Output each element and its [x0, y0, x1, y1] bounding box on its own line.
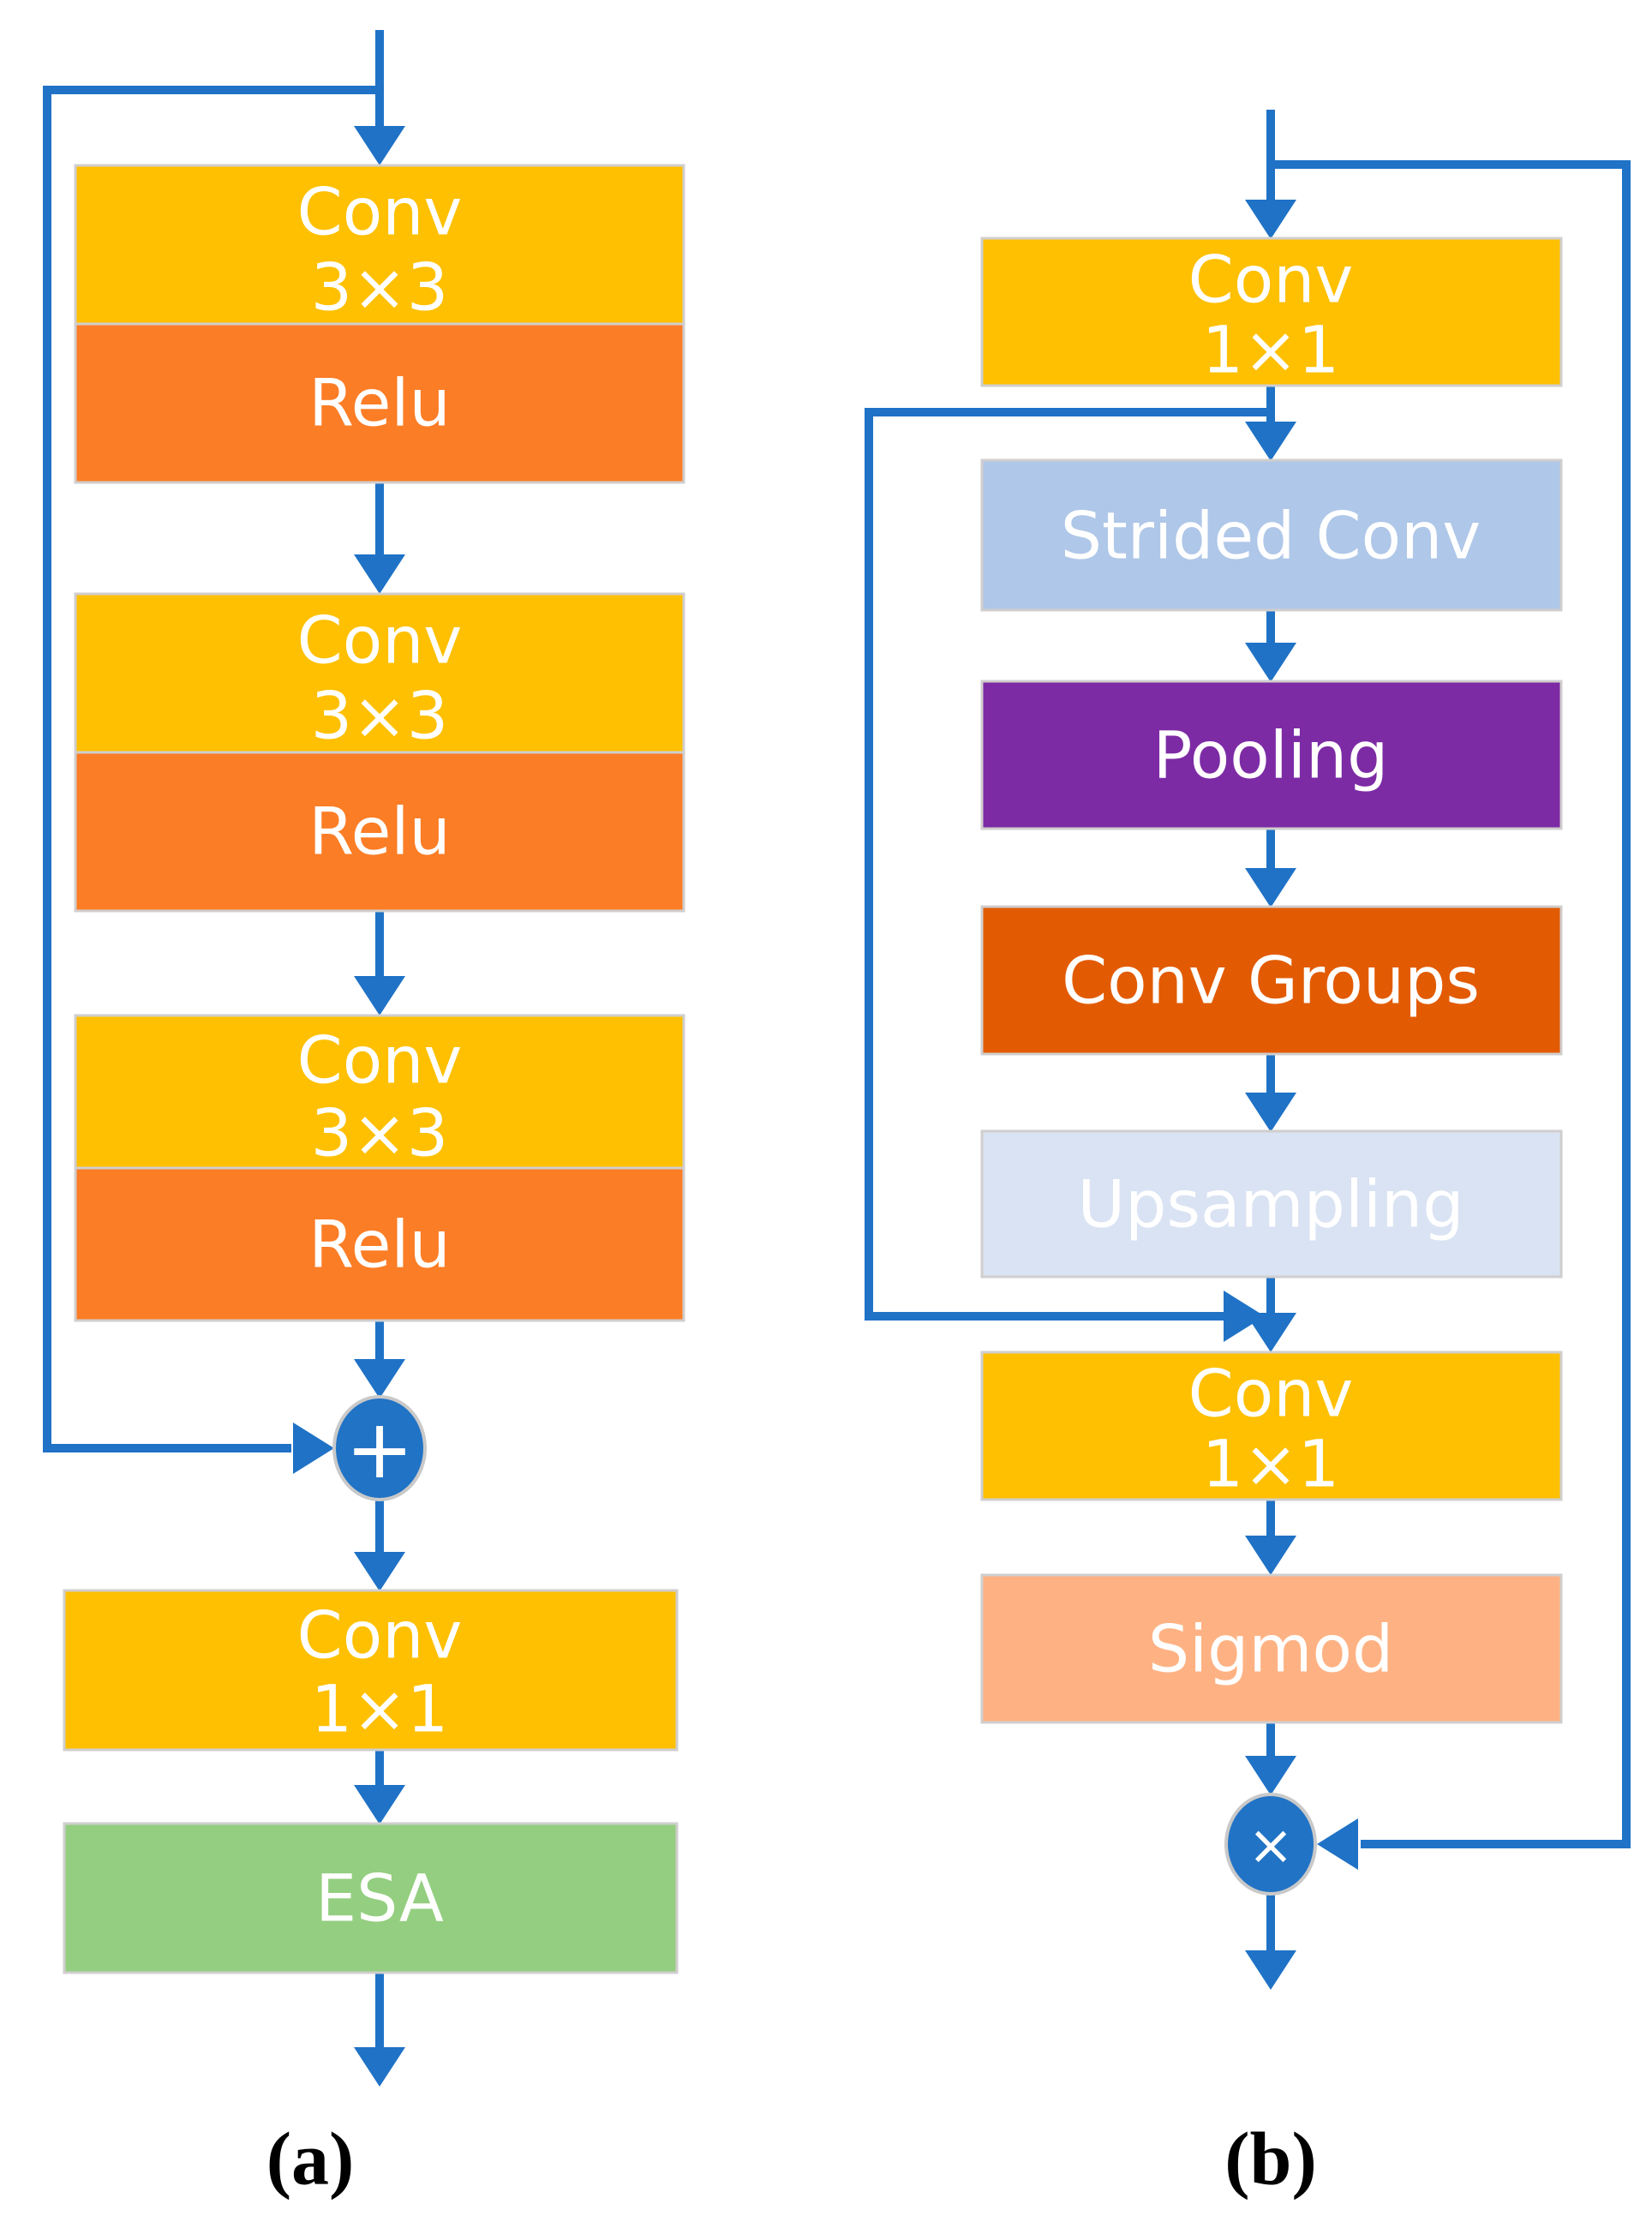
conv-groups-block — [980, 905, 1563, 1056]
conv1x1-b-bottom — [980, 1351, 1563, 1501]
caption-a: (a) — [266, 2118, 355, 2201]
panel-a-arrowheads — [293, 126, 405, 2087]
arrowhead-into-conv1-b — [1245, 200, 1296, 239]
connector-outer-skip-b — [1271, 160, 1631, 1848]
conv1x1-a-kernel-label: 1×1 — [311, 1671, 448, 1747]
arrowhead-outer-skip-into-multiply — [1317, 1818, 1358, 1870]
block3-conv3x3 — [74, 1014, 685, 1170]
sigmod-label: Sigmod — [1148, 1611, 1393, 1687]
block2-conv-label: Conv — [297, 602, 463, 679]
arrowhead-skip-into-add-node — [293, 1422, 334, 1474]
esa-label: ESA — [315, 1860, 444, 1937]
conv1x1-b-top — [980, 237, 1563, 387]
connector-inner-skip-b — [865, 408, 1271, 1321]
multiply-operator: × — [1248, 1814, 1294, 1878]
strided-conv-label: Strided Conv — [1061, 498, 1481, 574]
conv1x1-b-bottom-label: Conv — [1188, 1356, 1354, 1432]
arrowhead-output-a — [354, 2047, 405, 2087]
block1-relu — [74, 322, 685, 484]
conv1x1-b-bottom-kernel-label: 1×1 — [1202, 1426, 1339, 1502]
arrowhead-into-block3 — [354, 976, 405, 1015]
arrowhead-into-block2 — [354, 554, 405, 594]
arrowhead-into-groups — [1245, 868, 1296, 907]
panel-b: Conv 1×1 Strided Conv Pooling Conv Group… — [865, 110, 1631, 2201]
add-operator: + — [345, 1403, 414, 1497]
strided-conv-block — [980, 458, 1563, 612]
panel-a: Conv 3×3 Relu Conv 3×3 Relu Conv 3×3 Rel… — [43, 30, 685, 2201]
block2-relu — [74, 751, 685, 913]
arrowhead-into-sigmod — [1245, 1536, 1296, 1575]
arrowhead-into-multiply — [1245, 1756, 1296, 1795]
arrowhead-into-strided — [1245, 422, 1296, 461]
block3-relu-label: Relu — [308, 1207, 450, 1283]
sigmod-block — [980, 1573, 1563, 1724]
arrowhead-into-add-node — [354, 1359, 405, 1398]
pooling-label: Pooling — [1153, 717, 1389, 794]
arrowhead-into-conv2-b — [1245, 1313, 1296, 1352]
arrowhead-inner-skip-merge — [1224, 1291, 1265, 1342]
multiply-node — [1224, 1793, 1317, 1896]
panel-a-connectors — [43, 30, 384, 2048]
upsampling-label: Upsampling — [1078, 1166, 1464, 1243]
block1-conv-label: Conv — [297, 174, 463, 250]
upsampling-block — [980, 1129, 1563, 1279]
panel-b-arrowheads — [1224, 200, 1358, 1990]
pooling-block — [980, 680, 1563, 830]
block1-kernel-label: 3×3 — [311, 249, 448, 326]
conv1x1-a — [63, 1589, 679, 1752]
esa-block — [63, 1822, 679, 1974]
conv-groups-label: Conv Groups — [1062, 943, 1480, 1019]
caption-b: (b) — [1224, 2118, 1317, 2201]
conv1x1-b-top-kernel-label: 1×1 — [1202, 312, 1339, 388]
connector-skip-a — [43, 86, 380, 1452]
conv1x1-a-label: Conv — [297, 1597, 463, 1674]
block3-conv-label: Conv — [297, 1022, 463, 1099]
conv1x1-b-top-label: Conv — [1188, 242, 1354, 318]
arrowhead-into-upsampling — [1245, 1093, 1296, 1132]
block1-conv3x3 — [74, 164, 685, 326]
arrowhead-into-pooling — [1245, 643, 1296, 682]
block3-kernel-label: 3×3 — [311, 1095, 448, 1171]
block2-relu-label: Relu — [308, 794, 450, 870]
panel-b-connectors — [865, 110, 1631, 1951]
block2-kernel-label: 3×3 — [311, 678, 448, 754]
block1-relu-label: Relu — [308, 365, 450, 441]
arrowhead-into-esa — [354, 1785, 405, 1824]
arrowhead-into-block1 — [354, 126, 405, 165]
block3-relu — [74, 1166, 685, 1322]
add-node — [332, 1395, 427, 1501]
arrowhead-output-b — [1245, 1950, 1296, 1990]
arrowhead-into-conv1x1-a — [354, 1552, 405, 1591]
